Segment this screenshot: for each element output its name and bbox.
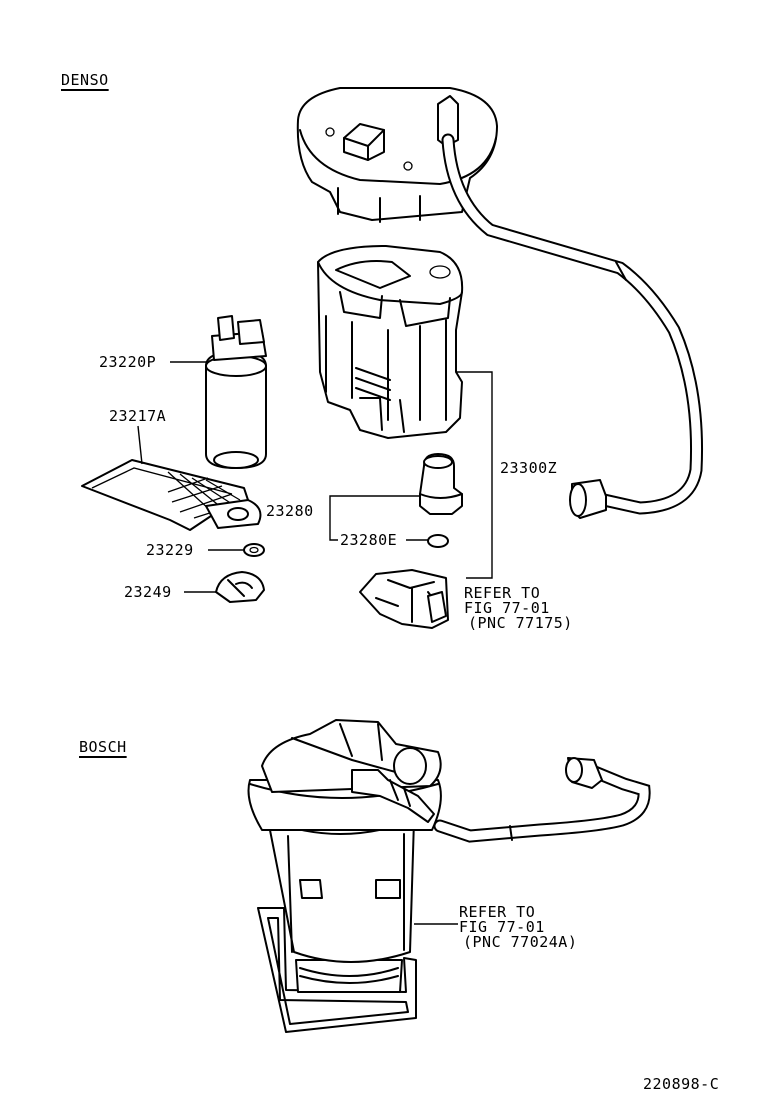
refer-bosch-line3: (PNC 77024A) xyxy=(463,933,578,951)
tank-cover xyxy=(296,87,498,223)
part-label-tube-assy: 23300Z xyxy=(500,459,558,477)
pressure-regulator xyxy=(419,453,463,548)
refer-denso-line1: REFER TO xyxy=(464,584,541,602)
section-label-denso: DENSO xyxy=(61,71,109,89)
figure-code: 220898-C xyxy=(643,1075,720,1093)
fuel-filter xyxy=(81,459,262,531)
pump-housing xyxy=(317,245,464,439)
fuel-pump xyxy=(205,315,267,469)
gasket-part xyxy=(243,543,265,557)
part-label-clip: 23249 xyxy=(124,583,172,601)
refer-denso-line3: (PNC 77175) xyxy=(468,614,573,632)
part-label-filter: 23217A xyxy=(109,407,167,425)
leader-lines xyxy=(137,361,493,593)
refer-bosch-line1: REFER TO xyxy=(459,903,536,921)
refer-bosch-line2: FIG 77-01 xyxy=(459,918,545,936)
bosch-pump-module xyxy=(247,719,651,1033)
clip-part xyxy=(215,571,265,603)
part-label-regulator: 23280 xyxy=(266,502,314,520)
part-label-gasket: 23229 xyxy=(146,541,194,559)
part-label-regulator-oring: 23280E xyxy=(340,531,398,549)
bracket-part xyxy=(359,569,449,629)
part-label-fuel-pump: 23220P xyxy=(99,353,157,371)
fuel-hose xyxy=(441,133,704,519)
section-label-bosch: BOSCH xyxy=(79,738,127,756)
refer-denso-line2: FIG 77-01 xyxy=(464,599,550,617)
